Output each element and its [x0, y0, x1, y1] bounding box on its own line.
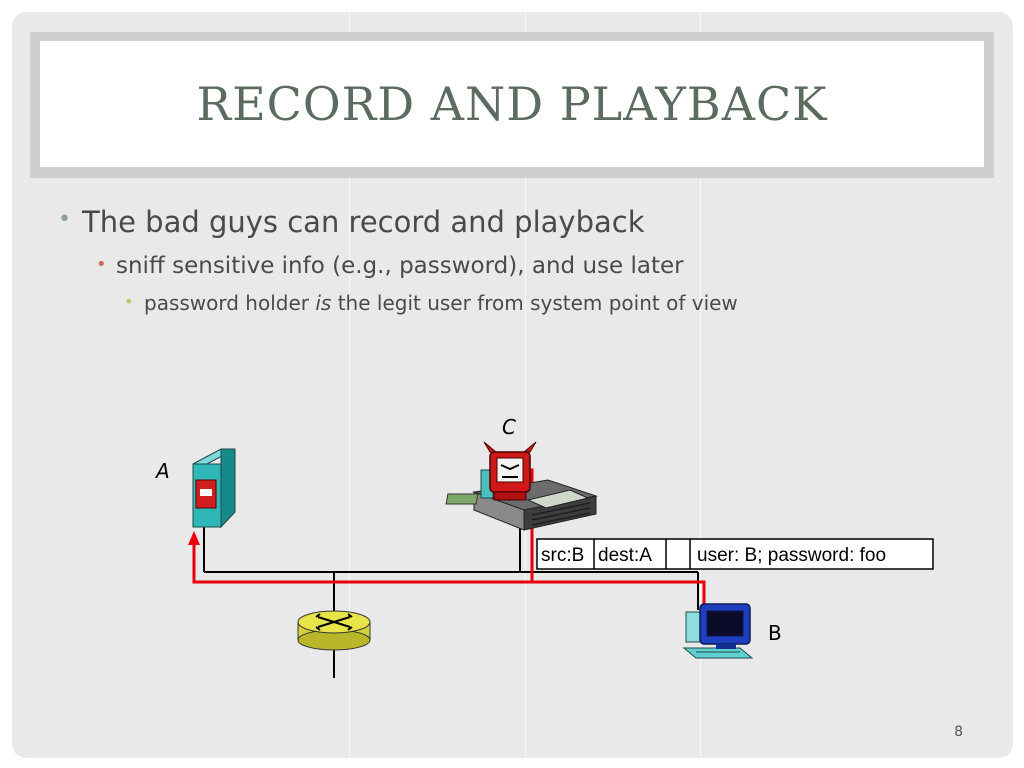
- attacker-c-label: C: [502, 415, 516, 439]
- packet-payload-field: user: B; password: foo: [697, 545, 886, 566]
- router-icon: [297, 610, 371, 651]
- host-a-label: A: [154, 459, 170, 483]
- packet-dest-field: dest:A: [598, 545, 652, 566]
- background-stripe: [700, 12, 701, 758]
- network-wires: [203, 510, 699, 678]
- host-a-server-icon: [192, 448, 236, 529]
- background-stripe: [349, 12, 350, 758]
- packet-src-field: src:B: [541, 545, 584, 566]
- bullet-dot-icon: •: [96, 254, 107, 275]
- background-stripe: [525, 12, 526, 758]
- bullet-level-3: • password holder is the legit user from…: [124, 291, 738, 315]
- packet-box: [536, 538, 934, 570]
- bullet-text-post: the legit user from system point of view: [331, 291, 738, 315]
- title-box: RECORD AND PLAYBACK: [40, 41, 984, 167]
- bullet-dot-icon: •: [58, 207, 71, 232]
- bullet-text: The bad guys can record and playback: [82, 205, 645, 239]
- host-b-computer-icon: [682, 603, 754, 659]
- bullet-text-emphasis: is: [315, 291, 332, 315]
- bullet-text: sniff sensitive info (e.g., password), a…: [116, 253, 684, 279]
- bullet-text-pre: password holder: [144, 291, 316, 315]
- host-b-label: B: [768, 621, 782, 645]
- bullet-level-1: • The bad guys can record and playback: [58, 205, 645, 239]
- devil-computer-icon: [483, 441, 537, 501]
- slide: RECORD AND PLAYBACK • The bad guys can r…: [12, 12, 1013, 758]
- slide-title: RECORD AND PLAYBACK: [196, 77, 828, 131]
- page-number: 8: [954, 724, 963, 740]
- bullet-level-2: • sniff sensitive info (e.g., password),…: [96, 253, 684, 279]
- attacker-c-recorder-icon: [445, 469, 598, 531]
- title-frame: RECORD AND PLAYBACK: [30, 32, 994, 178]
- bullet-dot-icon: •: [124, 292, 134, 311]
- arrow-to-a-icon: [188, 531, 200, 545]
